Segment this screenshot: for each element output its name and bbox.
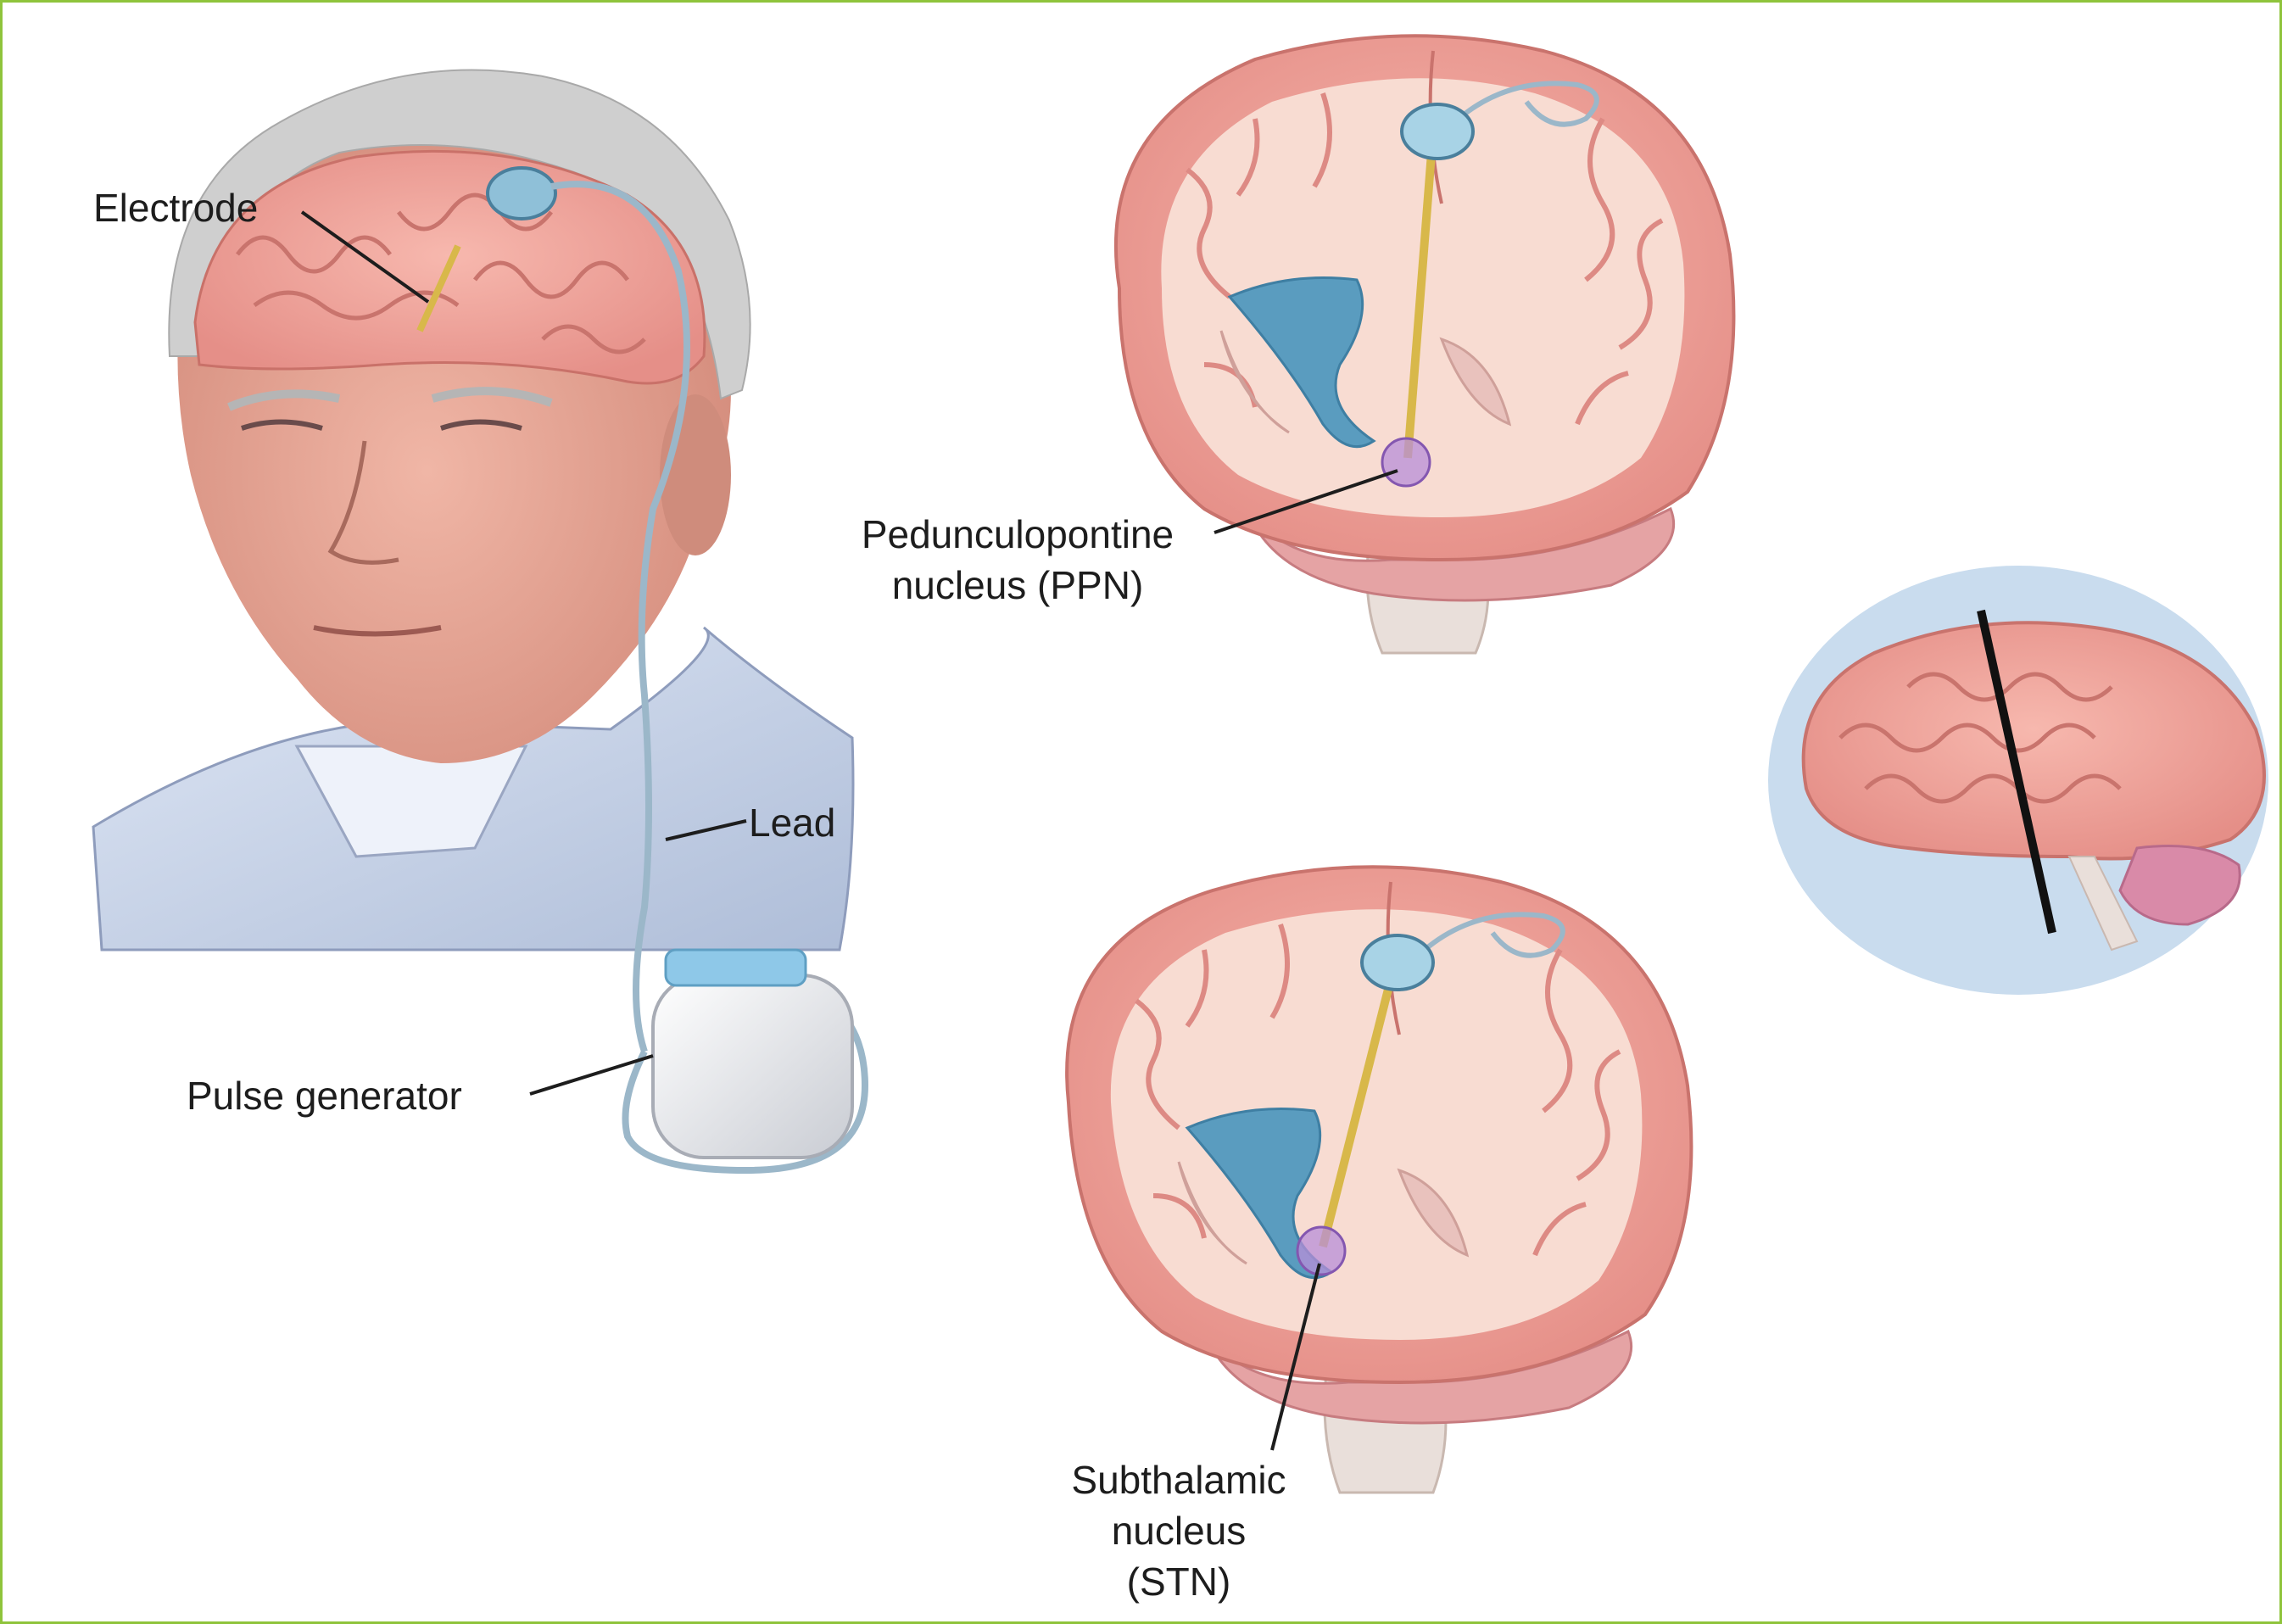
stn-label-line3: (STN)	[1043, 1556, 1314, 1607]
ppn-label-line1: Pedunculopontine	[814, 509, 1221, 560]
patient-illustration	[93, 70, 865, 1171]
ear	[660, 394, 731, 555]
ppn-label-line2: nucleus (PPN)	[814, 560, 1221, 611]
pulse-generator-device	[653, 950, 852, 1158]
pulse-generator-label: Pulse generator	[187, 1070, 462, 1121]
inset-lateral-brain	[1768, 566, 2268, 995]
electrode-label: Electrode	[93, 182, 258, 233]
stn-target-highlight	[1297, 1227, 1345, 1275]
inset-cerebellum	[2120, 846, 2240, 925]
burr-hole-cap-bottom	[1362, 935, 1433, 990]
coronal-brain-bottom	[1067, 867, 1691, 1493]
lead-label: Lead	[749, 797, 835, 848]
stn-label-line1: Subthalamic	[1043, 1454, 1314, 1505]
burr-hole-cap-top	[1402, 104, 1473, 159]
ppn-target-highlight	[1382, 438, 1430, 486]
stn-label-line2: nucleus	[1043, 1505, 1314, 1556]
burr-hole-cap	[488, 168, 555, 219]
ppn-label: Pedunculopontine nucleus (PPN)	[814, 509, 1221, 611]
stn-label: Subthalamic nucleus (STN)	[1043, 1454, 1314, 1607]
